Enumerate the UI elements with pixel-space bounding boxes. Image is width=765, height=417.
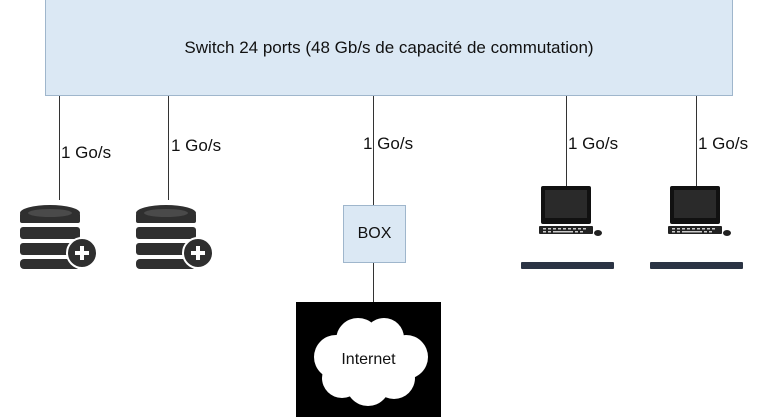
link-wire-db1: [59, 96, 60, 200]
link-wire-box-internet: [373, 263, 374, 303]
link-speed-pc1: 1 Go/s: [568, 134, 619, 153]
link-wire-pc1: [566, 96, 567, 187]
switch-label: Switch 24 ports (48 Gb/s de capacité de …: [184, 37, 594, 57]
link-wire-box: [373, 96, 374, 205]
cloud-icon: [296, 302, 441, 417]
database-add-icon: [20, 205, 98, 269]
link-speed-pc2: 1 Go/s: [698, 134, 749, 153]
switch-node: Switch 24 ports (48 Gb/s de capacité de …: [45, 0, 733, 96]
desktop-computer-icon: [668, 186, 731, 236]
desktop-computer-icon: [539, 186, 602, 236]
screen-taskbar: [521, 262, 614, 269]
link-wire-db2: [168, 96, 169, 200]
screen-taskbar: [650, 262, 743, 269]
box-node: BOX: [343, 205, 406, 263]
database-add-icon: [136, 205, 214, 269]
box-label: BOX: [357, 225, 392, 242]
link-speed-db2: 1 Go/s: [171, 136, 222, 155]
link-speed-db1: 1 Go/s: [61, 143, 112, 162]
link-speed-box: 1 Go/s: [363, 134, 414, 153]
internet-label: Internet: [341, 350, 396, 368]
link-wire-pc2: [696, 96, 697, 187]
